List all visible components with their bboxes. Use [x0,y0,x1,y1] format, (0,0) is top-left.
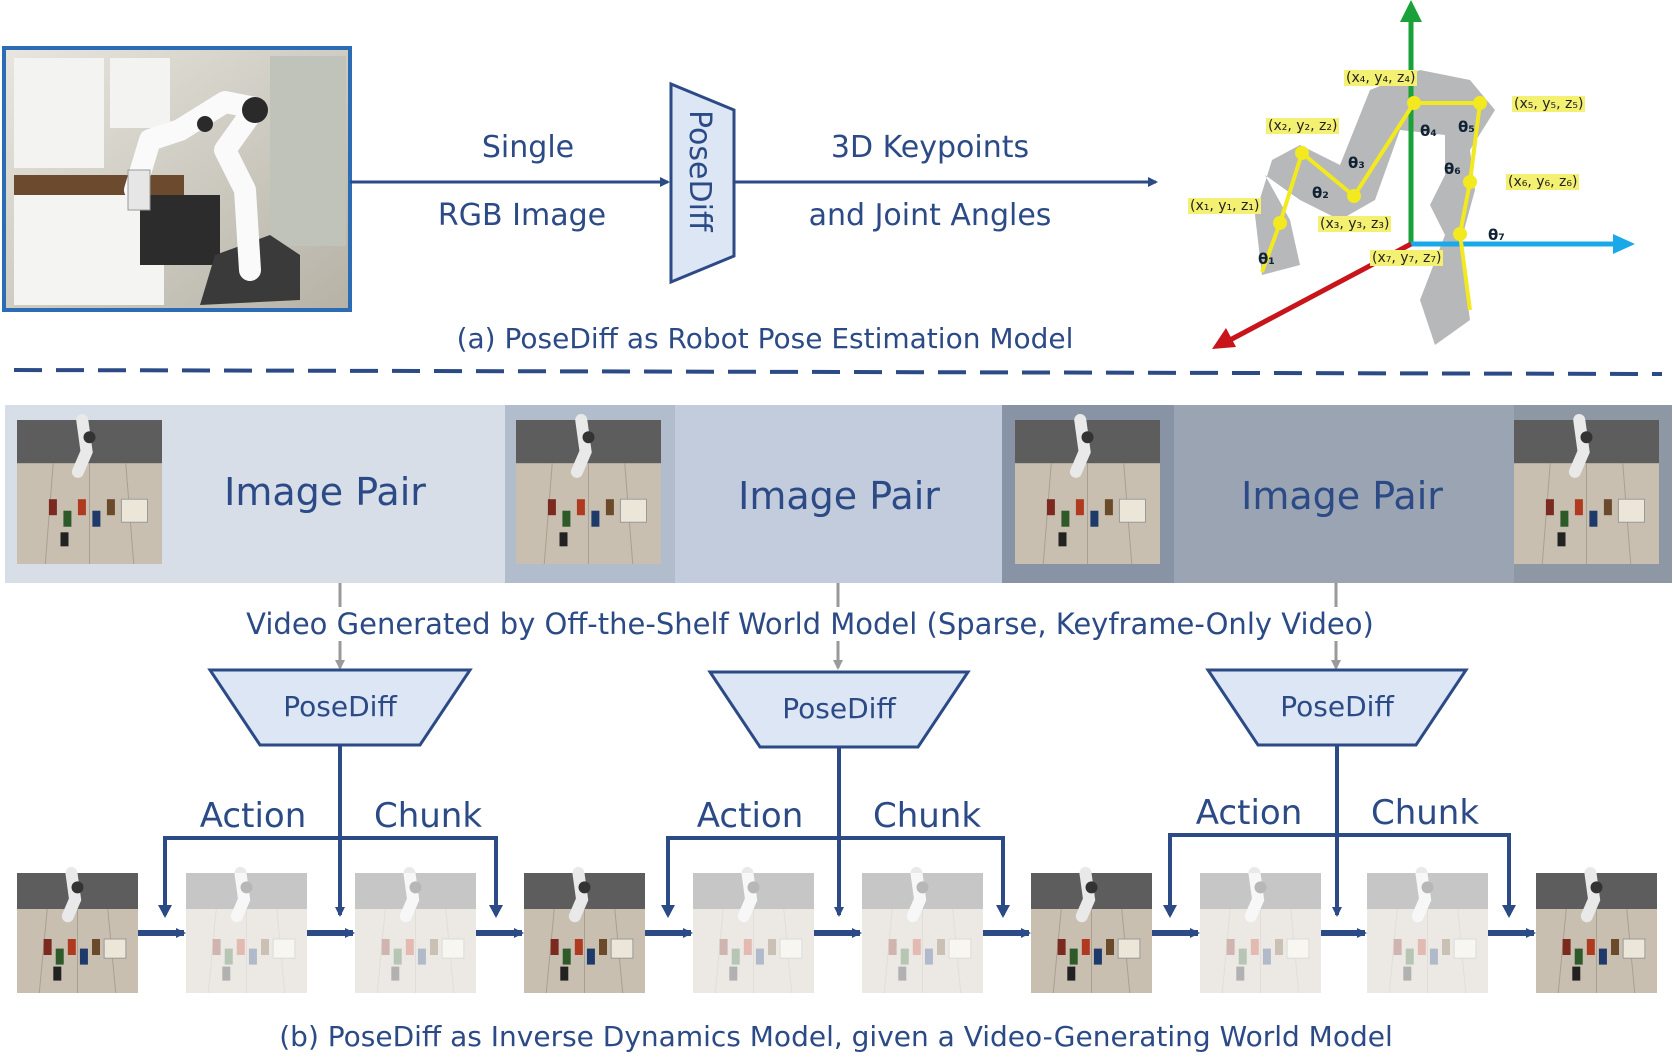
generated-frame [355,867,476,994]
posediff-label-b2: PoseDiff [782,692,896,725]
image-pair-label-1: Image Pair [224,470,426,514]
keypoint-label-6: (x₆, y₆, z₆) [1506,174,1580,190]
posediff-block-b2 [707,670,971,749]
posediff-label-b3: PoseDiff [1280,690,1394,723]
action-label-1: Action [199,796,307,836]
action-label-3: Action [1195,793,1303,833]
posediff-block-b3 [1205,668,1469,747]
chunk-bracket-1 [163,836,498,915]
chunk-label-2: Chunk [872,796,982,836]
output-label-line1: 3D Keypoints [830,130,1030,165]
z-axis-arrowhead [1400,0,1422,22]
posediff-block-a [669,81,736,285]
angle-label-5: θ₅ [1458,118,1475,136]
input-label-line1: Single [481,130,575,165]
caption-a: (a) PoseDiff as Robot Pose Estimation Mo… [456,322,1074,355]
keyframe-frame [1031,867,1152,994]
keyframe-thumb-4 [1514,414,1659,565]
keypoint-label-1: (x₁, y₁, z₁) [1188,198,1262,214]
section-separator [13,368,1663,376]
keypoint-label-5: (x₅, y₅, z₅) [1512,96,1586,112]
y-axis-arrowhead [1613,234,1635,254]
angle-label-4: θ₄ [1420,122,1437,140]
posediff-label-a: PoseDiff [682,110,717,232]
caption-b: (b) PoseDiff as Inverse Dynamics Model, … [279,1020,1393,1053]
keypoint-label-2: (x₂, y₂, z₂) [1266,118,1340,134]
keyframe-thumb-2 [516,414,661,565]
angle-label-3: θ₃ [1348,154,1365,172]
chunk-label-1: Chunk [373,796,483,836]
image-pair-label-3: Image Pair [1241,474,1443,518]
angle-label-7: θ₇ [1488,226,1505,244]
generated-frame [693,867,814,994]
angle-label-2: θ₂ [1312,184,1329,202]
posediff-label-b1: PoseDiff [283,690,397,723]
robot-kitchen-photo [2,46,352,312]
keypoint-label-3: (x₃, y₃, z₃) [1318,216,1392,232]
posediff-block-b1 [207,668,473,747]
image-pair-label-2: Image Pair [738,474,940,518]
chunk-bracket-3 [1168,833,1511,915]
chunk-bracket-2 [666,836,1005,915]
band-3 [1174,405,1514,583]
keyframe-thumb-3 [1015,414,1160,565]
keypoint-label-7: (x₇, y₇, z₇) [1370,250,1444,266]
input-label-line2: RGB Image [437,198,607,233]
chunk-label-3: Chunk [1370,793,1480,833]
video-caption: Video Generated by Off-the-Shelf World M… [246,607,1374,641]
band-2 [675,405,1002,583]
keypoint-label-4: (x₄, y₄, z₄) [1344,70,1418,86]
generated-frame [862,867,983,994]
x-axis-arrowhead [1212,328,1236,349]
angle-label-6: θ₆ [1444,160,1461,178]
generated-frame [1367,867,1488,994]
generated-frame [186,867,307,994]
keyframe-frame [17,867,138,994]
keyframe-frame [524,867,645,994]
keyframe-thumb-1 [17,414,162,565]
keyframe-frame [1536,867,1657,994]
output-label-line2: and Joint Angles [808,198,1052,233]
angle-label-1: θ₁ [1258,250,1275,268]
action-label-2: Action [696,796,804,836]
generated-frame [1200,867,1321,994]
